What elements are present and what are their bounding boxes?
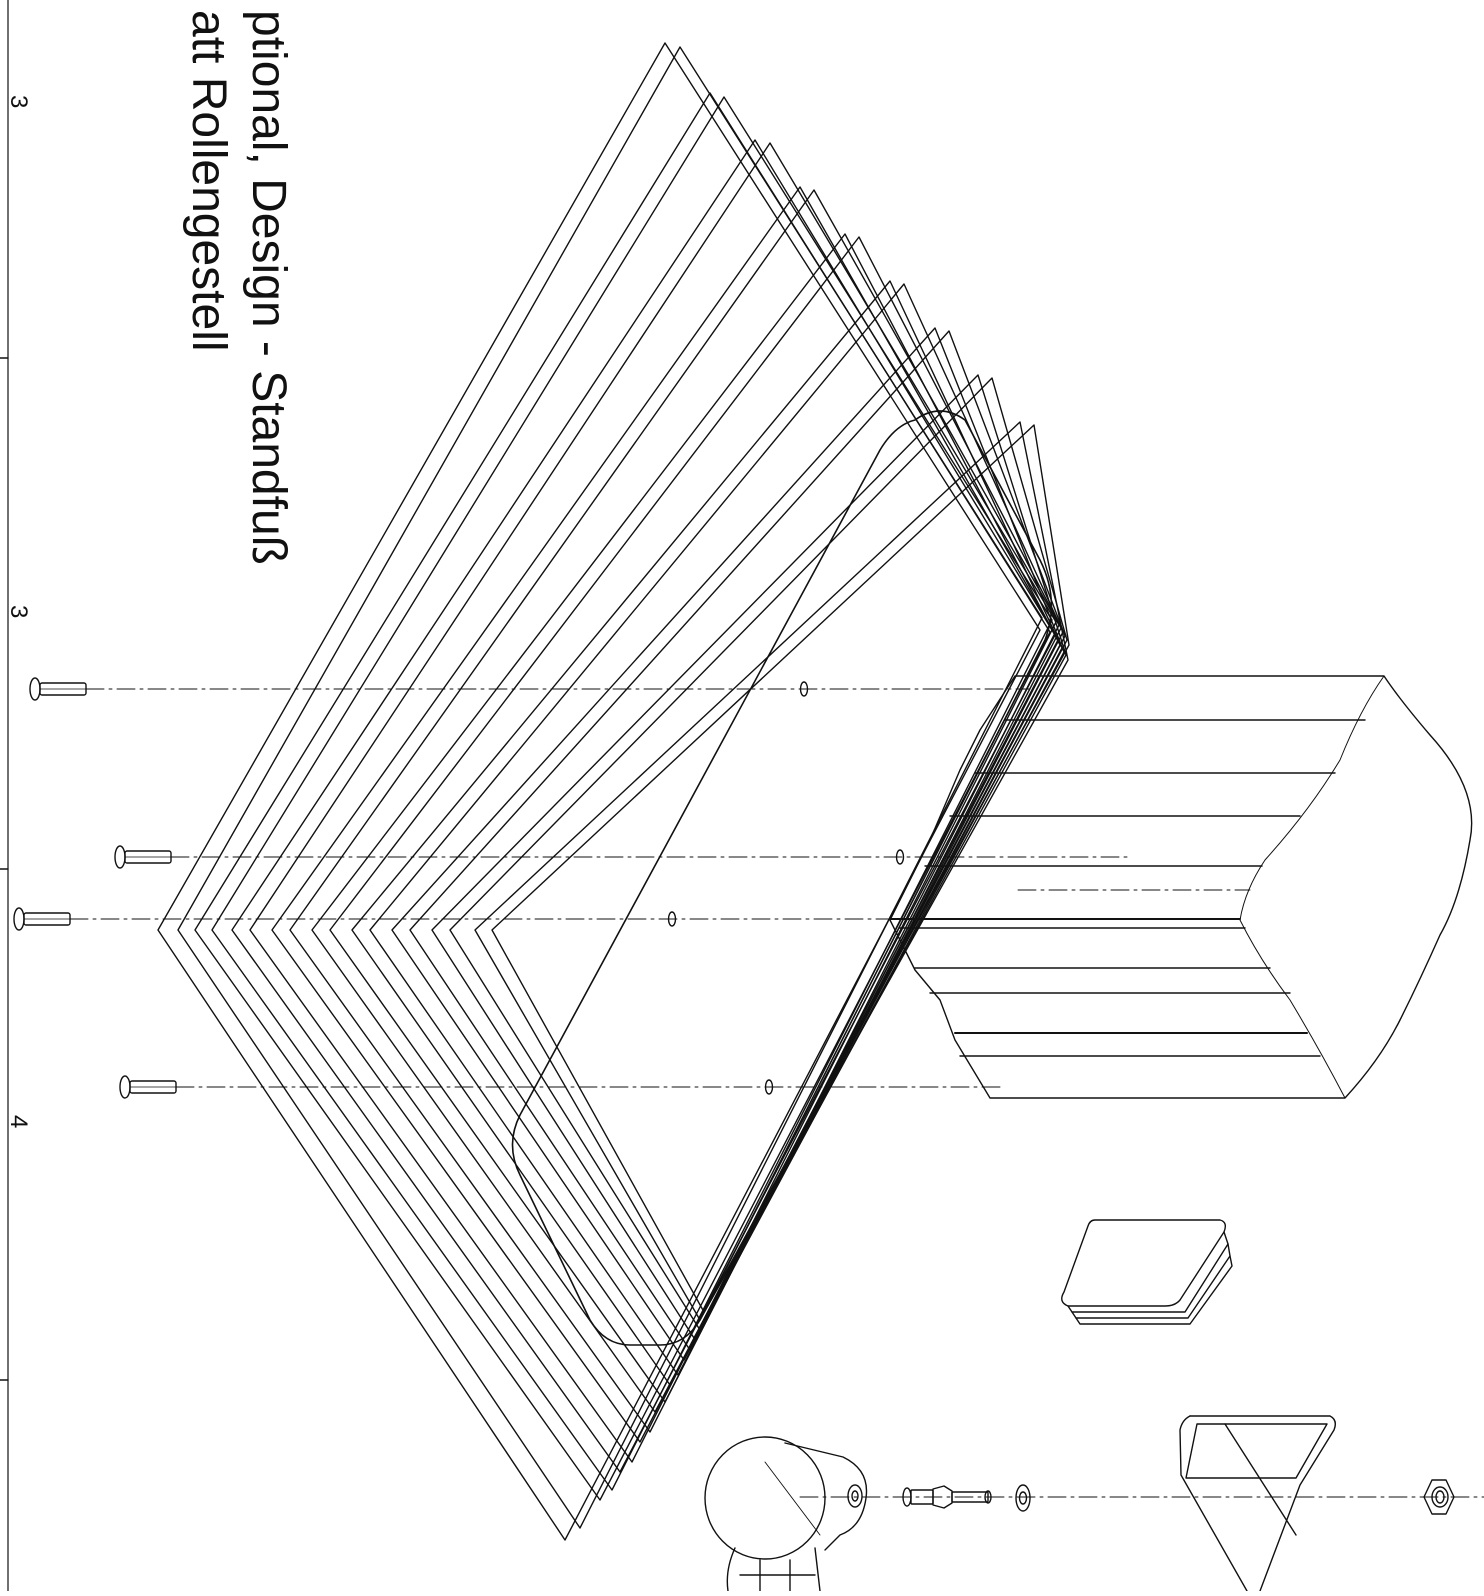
hex-nut [1423,1479,1455,1515]
end-cap-insert [1061,1219,1233,1325]
fixing-screws [13,677,1131,1099]
square-tube [1179,1415,1337,1592]
washer [1015,1484,1031,1512]
frame-zone-number: 3 [5,95,32,109]
plate-stack [157,42,1070,1541]
screw-2 [114,845,1131,869]
frame-zone-number: 4 [5,1115,32,1129]
caster-hardware [799,1415,1484,1592]
screw-1 [29,677,1031,701]
screw-4 [119,1075,1001,1099]
aluminium-profile [889,675,1473,1099]
caster-foot [704,1436,868,1592]
screw-3 [13,907,901,931]
drawing-frame [0,0,9,1592]
title-line-2: att Rollengestell [182,10,235,352]
threaded-bolt [902,1485,992,1509]
frame-zone-number: 3 [5,605,32,619]
title-line-1: ptional, Design - Standfuß [242,10,295,565]
